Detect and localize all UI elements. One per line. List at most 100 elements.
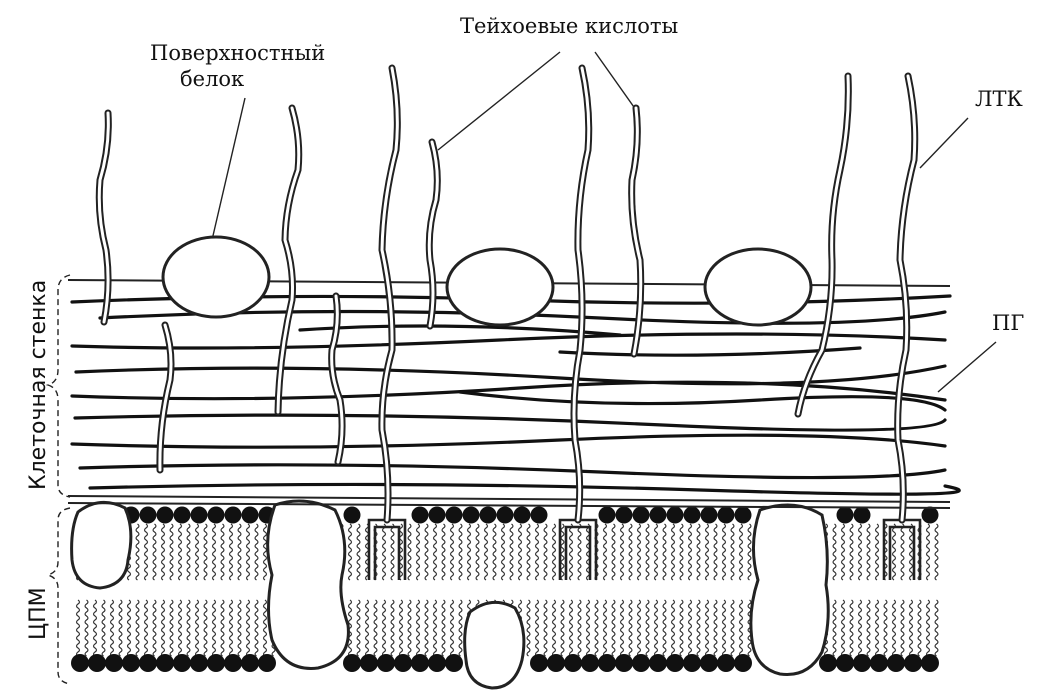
lipid-tail <box>417 524 420 580</box>
lipid-tail <box>859 600 862 656</box>
lipid-tail <box>672 600 675 656</box>
lipid-head <box>191 507 208 524</box>
lipid-head <box>564 654 582 672</box>
lipid-tail <box>561 600 564 656</box>
lipid-tail <box>111 600 114 656</box>
lipid-head <box>514 507 531 524</box>
lipid-tail <box>196 524 199 580</box>
lipid-head <box>394 654 412 672</box>
lipid-tail <box>213 600 216 656</box>
membrane-protein-2 <box>268 501 349 668</box>
lipid-tail <box>85 600 88 656</box>
label-cpm: ЦПМ <box>26 587 51 640</box>
lipid-tail <box>876 600 879 656</box>
lipid-head <box>650 507 667 524</box>
lipid-tail <box>621 524 624 580</box>
lipid-head <box>683 654 701 672</box>
lipid-tail <box>459 600 462 656</box>
lipid-tail <box>842 524 845 580</box>
lipid-head <box>854 507 871 524</box>
lipid-tail <box>468 524 471 580</box>
lipid-tail <box>247 600 250 656</box>
surface-protein-3 <box>705 249 811 325</box>
lipid-head <box>599 507 616 524</box>
lipid-head <box>463 507 480 524</box>
lipid-tail <box>264 524 267 580</box>
lipid-tail <box>451 600 454 656</box>
label-surface-protein-line1: Поверхностный <box>150 41 325 65</box>
lipid-tail <box>893 524 896 580</box>
lipid-tail <box>859 524 862 580</box>
lipid-head <box>701 507 718 524</box>
lipid-head <box>412 507 429 524</box>
lipid-head <box>853 654 871 672</box>
lipid-head <box>480 507 497 524</box>
lipid-tail <box>476 524 479 580</box>
lipid-head <box>531 507 548 524</box>
bracket-cpm <box>48 508 70 684</box>
lipid-tail <box>731 524 734 580</box>
lipid-head <box>632 654 650 672</box>
lipid-tail <box>536 524 539 580</box>
label-pg: ПГ <box>992 311 1024 335</box>
lipid-tail <box>408 524 411 580</box>
lipid-tail <box>723 524 726 580</box>
lipid-tail <box>145 600 148 656</box>
lipid-tail <box>179 524 182 580</box>
lipid-tail <box>136 524 139 580</box>
lipid-tail <box>706 524 709 580</box>
lipid-tail <box>893 600 896 656</box>
lipid-tail <box>901 600 904 656</box>
pg-strand <box>72 334 945 348</box>
lipid-tail <box>264 600 267 656</box>
lipid-head <box>242 507 259 524</box>
lipid-tail <box>374 600 377 656</box>
pg-strand <box>75 415 945 430</box>
lipid-tail <box>102 600 105 656</box>
label-surface-protein-line2: белок <box>180 67 244 91</box>
lipid-head <box>616 507 633 524</box>
lipid-tail <box>918 600 921 656</box>
pg-strand <box>80 465 945 478</box>
lipid-head <box>377 654 395 672</box>
lipid-head <box>922 507 939 524</box>
lipid-head <box>734 654 752 672</box>
lipid-head <box>446 507 463 524</box>
lipid-tail <box>519 524 522 580</box>
lipid-tail <box>646 524 649 580</box>
pg-strand <box>560 348 860 355</box>
lipid-tail <box>153 600 156 656</box>
lipid-tail <box>187 600 190 656</box>
lipid-tail <box>927 600 930 656</box>
lipid-tail <box>383 524 386 580</box>
lipid-tail <box>213 524 216 580</box>
lipid-tail <box>884 600 887 656</box>
lipid-tail <box>570 524 573 580</box>
bracket-cell-wall <box>48 275 70 497</box>
lipid-tail <box>706 600 709 656</box>
pg-strand <box>90 484 959 494</box>
lipid-head <box>174 507 191 524</box>
lipid-head <box>173 654 191 672</box>
lipid-tail <box>357 524 360 580</box>
lipid-tail <box>833 524 836 580</box>
lipid-tail <box>646 600 649 656</box>
lipid-tail <box>510 524 513 580</box>
lipid-head <box>344 507 361 524</box>
lipid-head <box>666 654 684 672</box>
lipid-tail <box>740 524 743 580</box>
lipid-tail <box>247 524 250 580</box>
teichoic-chain-7 <box>798 76 848 414</box>
lipid-tail <box>204 600 207 656</box>
lipid-tail <box>230 600 233 656</box>
lta-anchor-1-inner <box>375 527 399 580</box>
lipid-head <box>547 654 565 672</box>
lipid-head <box>837 507 854 524</box>
lipid-tail <box>935 600 938 656</box>
lipid-head <box>615 654 633 672</box>
membrane-protein-4 <box>751 505 828 674</box>
lipid-head <box>139 654 157 672</box>
lipid-tail <box>680 600 683 656</box>
lipid-tail <box>714 600 717 656</box>
